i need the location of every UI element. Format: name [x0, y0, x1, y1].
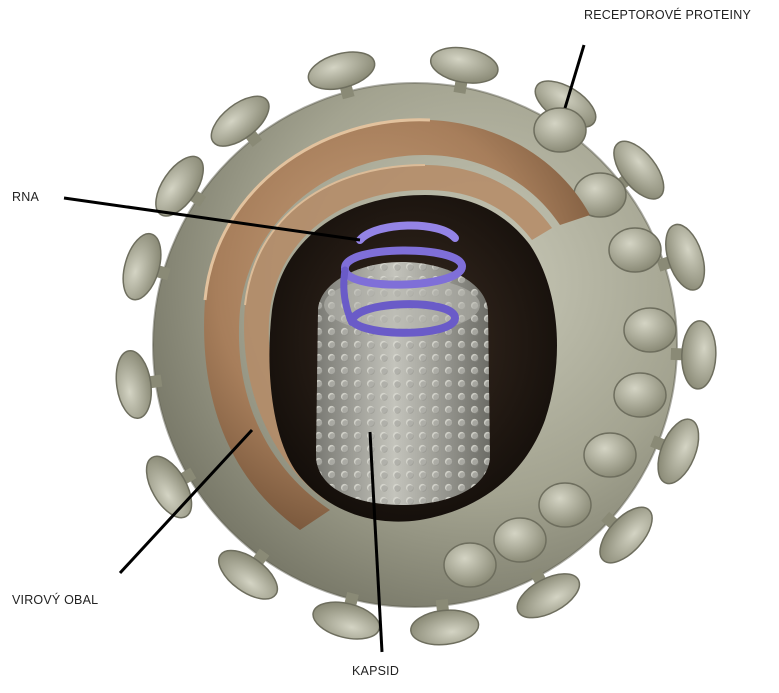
receptor-protein-spike — [444, 543, 496, 587]
label-rna: RNA — [12, 190, 39, 204]
receptor-protein-spike — [539, 483, 591, 527]
receptor-protein-spike — [584, 433, 636, 477]
receptor-protein-spike — [624, 308, 676, 352]
label-capsid: KAPSID — [352, 664, 399, 678]
label-viral-envelope: VIROVÝ OBAL — [12, 593, 98, 607]
receptor-protein-spike — [614, 373, 666, 417]
label-receptor-proteins: RECEPTOROVÉ PROTEINY — [584, 8, 751, 22]
receptor-protein-spike — [428, 43, 501, 88]
receptor-protein-spike — [534, 108, 586, 152]
receptor-protein-spike — [494, 518, 546, 562]
receptor-protein-spike — [609, 228, 661, 272]
receptor-protein-spike — [112, 348, 155, 420]
receptor-protein-spike — [409, 607, 480, 648]
receptor-protein-spike — [681, 320, 717, 389]
